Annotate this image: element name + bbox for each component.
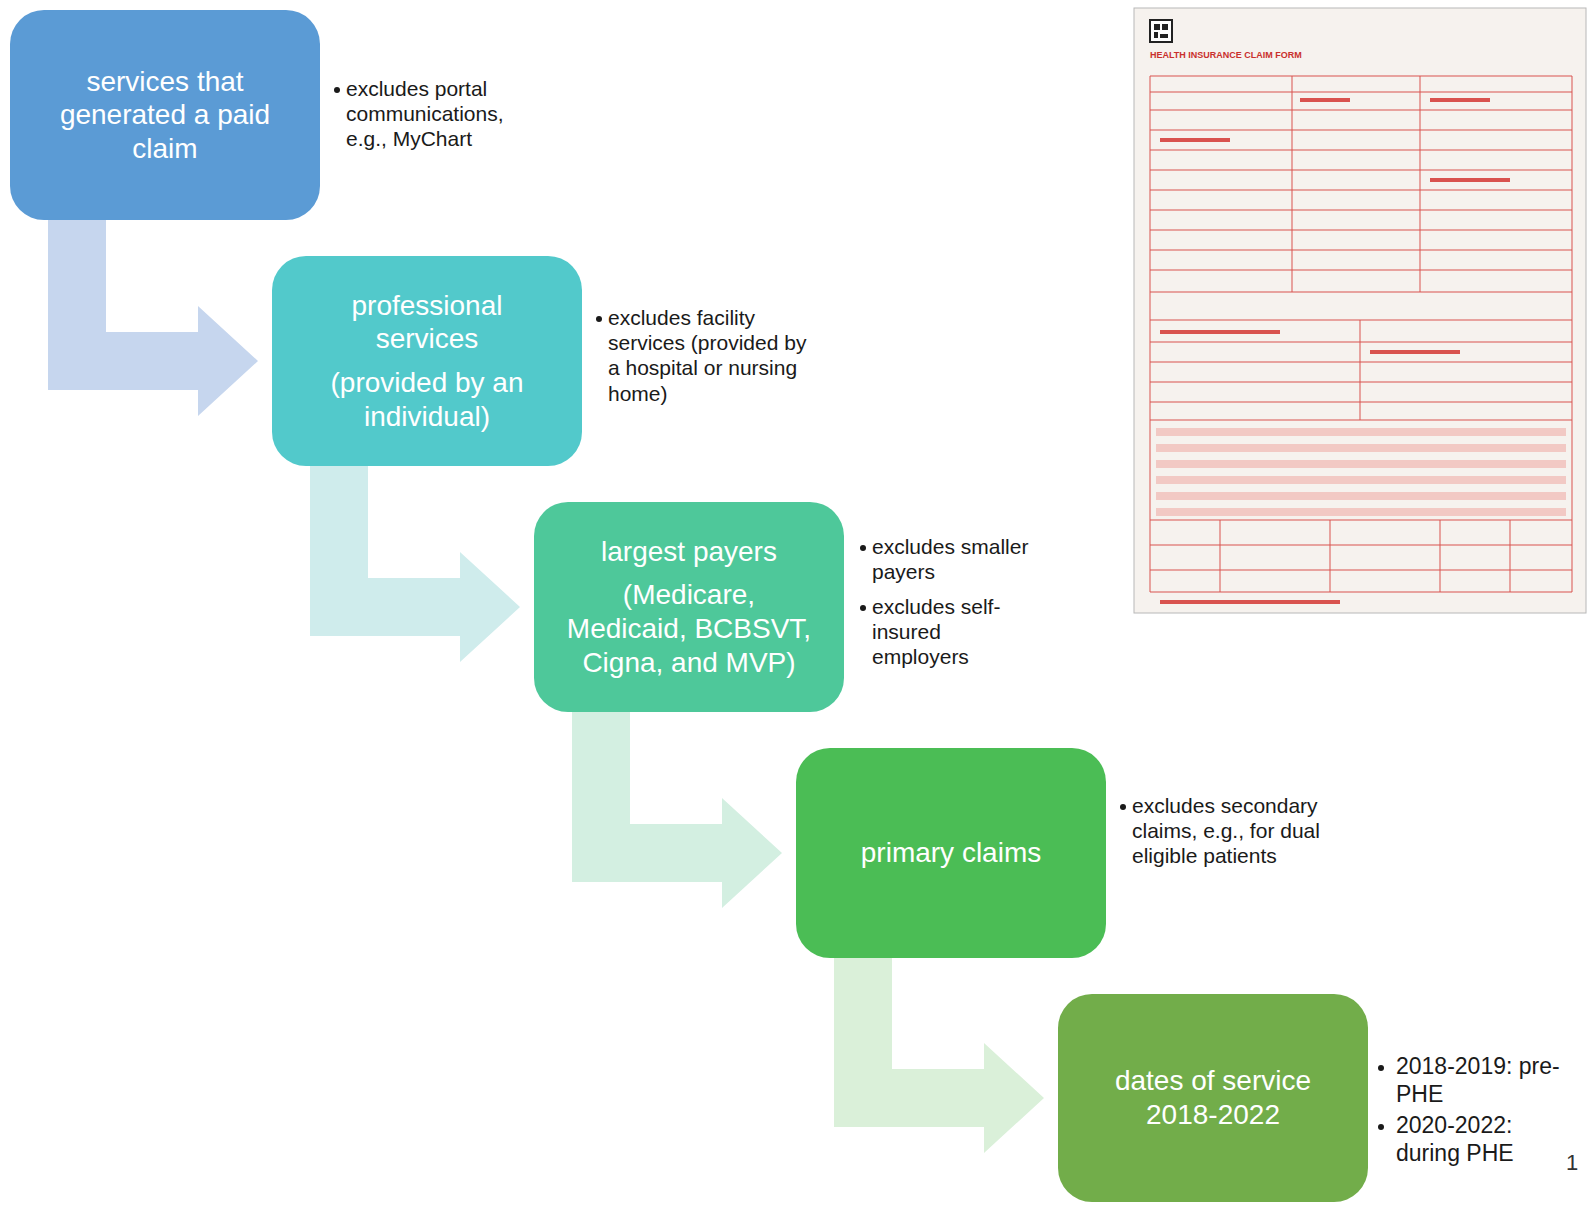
period-note-text: 2020-2022: during PHE: [1396, 1112, 1514, 1166]
step-box: primary claims: [796, 748, 1106, 958]
step-box: largest payers (Medicare, Medicaid, BCBSV…: [534, 502, 844, 712]
exclusion-note: excludes self-insured employers: [860, 594, 1020, 670]
period-note: 2020-2022: during PHE: [1378, 1112, 1568, 1167]
step-text: largest payers: [601, 535, 777, 569]
exclusion-note: excludes facility services (provided by …: [596, 305, 811, 406]
bullet-dot: [1378, 1065, 1384, 1071]
step-text: services that generated a paid claim: [50, 65, 280, 166]
step-box: professional services (provided by an ind…: [272, 256, 582, 466]
period-note-text: 2018-2019: pre-PHE: [1396, 1053, 1560, 1107]
exclusion-note-text: excludes portal communications, e.g., My…: [346, 77, 504, 150]
flow-arrow: [572, 712, 782, 908]
step-box: services that generated a paid claim: [10, 10, 320, 220]
step-text: dates of service 2018-2022: [1098, 1064, 1328, 1131]
bullet-dot: [860, 545, 866, 551]
form-title-text: HEALTH INSURANCE CLAIM FORM: [1150, 50, 1302, 60]
period-note: 2018-2019: pre-PHE: [1378, 1053, 1568, 1108]
exclusion-note-text: excludes smaller payers: [872, 535, 1028, 583]
bullet-dot: [1378, 1124, 1384, 1130]
bullet-dot: [596, 316, 602, 322]
step-box: dates of service 2018-2022: [1058, 994, 1368, 1202]
exclusion-note: excludes smaller payers: [860, 534, 1050, 584]
flow-arrow: [48, 220, 258, 416]
step-text: professional services: [312, 289, 542, 356]
step-text: (provided by an individual): [312, 366, 542, 433]
bullet-dot: [334, 87, 340, 93]
step-text: primary claims: [861, 836, 1041, 870]
flow-arrow: [310, 466, 520, 662]
page-number: 1: [1566, 1150, 1586, 1176]
exclusion-note-text: excludes facility services (provided by …: [608, 306, 806, 405]
step-text: (Medicare, Medicaid, BCBSVT, Cigna, and …: [562, 578, 816, 679]
exclusion-note-text: excludes secondary claims, e.g., for dua…: [1132, 794, 1320, 867]
exclusion-note: excludes portal communications, e.g., My…: [334, 76, 534, 152]
exclusion-note-text: excludes self-insured employers: [872, 595, 1000, 668]
page-number-text: 1: [1566, 1150, 1578, 1175]
bullet-dot: [860, 605, 866, 611]
exclusion-note: excludes secondary claims, e.g., for dua…: [1120, 793, 1320, 869]
form-title: HEALTH INSURANCE CLAIM FORM: [1150, 50, 1450, 61]
flow-arrow: [834, 958, 1044, 1153]
bullet-dot: [1120, 804, 1126, 810]
